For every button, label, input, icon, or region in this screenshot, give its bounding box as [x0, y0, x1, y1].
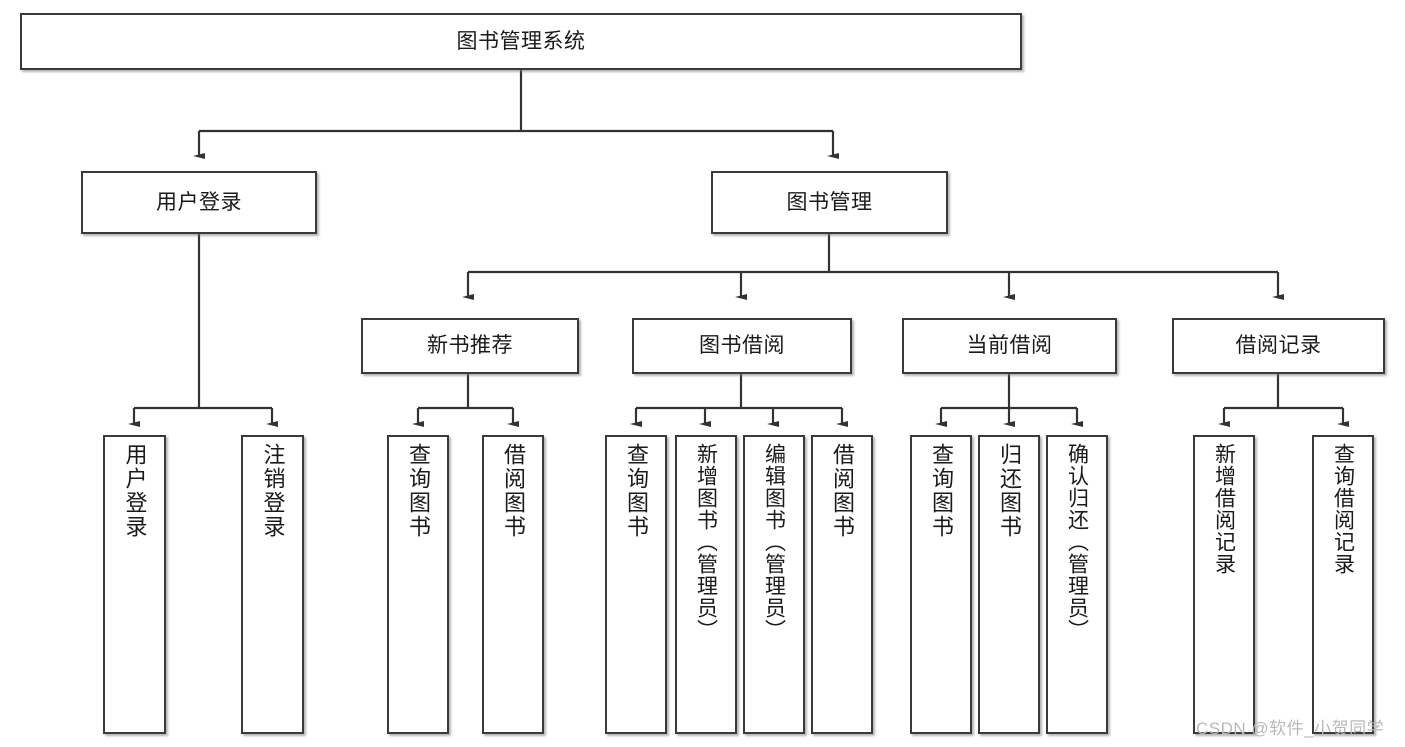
leaf-label: 查询图书 — [406, 443, 431, 539]
leaf-label: 借阅图书 — [830, 443, 855, 539]
node-root[interactable]: 图书管理系统 — [20, 13, 1022, 70]
node-user-login-label: 用户登录 — [156, 190, 242, 214]
leaf-label: 用户登录 — [122, 443, 148, 539]
leaf-borrow-record-query[interactable]: 查询借阅记录 — [1312, 435, 1374, 734]
node-current-borrow[interactable]: 当前借阅 — [902, 318, 1117, 374]
node-book-management[interactable]: 图书管理 — [711, 171, 948, 234]
leaf-book-borrow-add[interactable]: 新增图书（管理员） — [675, 435, 737, 734]
node-current-borrow-label: 当前借阅 — [966, 334, 1053, 358]
node-book-management-label: 图书管理 — [786, 190, 873, 214]
leaf-book-borrow-borrow[interactable]: 借阅图书 — [811, 435, 873, 734]
leaf-label: 查询图书 — [929, 443, 954, 539]
node-new-book-recommend-label: 新书推荐 — [427, 334, 513, 358]
leaf-current-borrow-confirm[interactable]: 确认归还（管理员） — [1046, 435, 1108, 734]
leaf-user-login-logout[interactable]: 注销登录 — [241, 435, 304, 734]
leaf-borrow-record-add[interactable]: 新增借阅记录 — [1193, 435, 1255, 734]
leaf-label: 查询图书 — [624, 443, 649, 539]
leaf-new-book-borrow[interactable]: 借阅图书 — [482, 435, 544, 734]
leaf-label: 确认归还（管理员） — [1065, 443, 1089, 641]
node-new-book-recommend[interactable]: 新书推荐 — [361, 318, 579, 374]
node-borrow-record-label: 借阅记录 — [1235, 334, 1322, 358]
leaf-new-book-query[interactable]: 查询图书 — [387, 435, 449, 734]
leaf-label: 借阅图书 — [501, 443, 526, 539]
node-book-borrow[interactable]: 图书借阅 — [632, 318, 852, 374]
node-borrow-record[interactable]: 借阅记录 — [1172, 318, 1385, 374]
leaf-user-login-login[interactable]: 用户登录 — [103, 435, 166, 734]
leaf-label: 查询借阅记录 — [1331, 443, 1355, 575]
leaf-label: 编辑图书（管理员） — [762, 443, 786, 641]
node-user-login[interactable]: 用户登录 — [81, 171, 317, 234]
node-book-borrow-label: 图书借阅 — [699, 334, 785, 358]
leaf-current-borrow-return[interactable]: 归还图书 — [978, 435, 1040, 734]
node-root-label: 图书管理系统 — [456, 29, 586, 53]
leaf-book-borrow-edit[interactable]: 编辑图书（管理员） — [743, 435, 805, 734]
leaf-book-borrow-query[interactable]: 查询图书 — [605, 435, 667, 734]
leaf-label: 新增图书（管理员） — [694, 443, 718, 641]
leaf-current-borrow-query[interactable]: 查询图书 — [910, 435, 972, 734]
leaf-label: 新增借阅记录 — [1212, 443, 1236, 575]
leaf-label: 归还图书 — [997, 443, 1022, 539]
leaf-label: 注销登录 — [260, 443, 286, 539]
